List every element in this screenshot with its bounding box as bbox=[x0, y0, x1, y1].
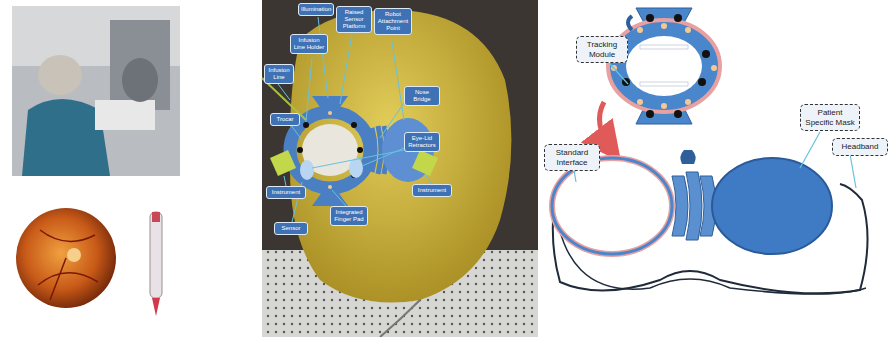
callout-text: Eye-Lid Retractors bbox=[407, 135, 437, 149]
label-box: Tracking Module bbox=[576, 36, 628, 63]
callout-box: Infusion Line Holder bbox=[290, 34, 328, 54]
callout-box: Robot Attachment Point bbox=[374, 8, 412, 35]
callout-box: Infusion Line bbox=[264, 64, 294, 84]
callout-text: Robot Attachment Point bbox=[377, 11, 409, 32]
mask-schematic bbox=[552, 150, 868, 294]
callout-text: Standard Interface bbox=[548, 148, 596, 167]
callout-box: Sensor bbox=[274, 222, 308, 235]
callout-box: Trocar bbox=[270, 113, 300, 126]
callout-box: Nose Bridge bbox=[404, 86, 440, 106]
callout-text: Tracking Module bbox=[580, 40, 624, 59]
callout-box: Raised Sensor Platform bbox=[336, 6, 372, 33]
callout-text: Headband bbox=[836, 142, 884, 152]
label-box: Patient Specific Mask bbox=[800, 104, 860, 131]
callout-text: Nose Bridge bbox=[407, 89, 437, 103]
instrument-photo bbox=[150, 212, 162, 316]
callout-box: Instrument bbox=[412, 184, 452, 197]
callout-text: Sensor bbox=[277, 225, 305, 232]
callout-box: Eye-Lid Retractors bbox=[404, 132, 440, 152]
tracking-module bbox=[608, 8, 720, 124]
callout-text: Instrument bbox=[269, 189, 303, 196]
callout-text: Infusion Line Holder bbox=[293, 37, 325, 51]
callout-text: Patient Specific Mask bbox=[804, 108, 856, 127]
callout-text: Infusion Line bbox=[267, 67, 291, 81]
callout-box: Integrated Finger Pad bbox=[330, 206, 368, 226]
label-box: Standard Interface bbox=[544, 144, 600, 171]
callout-text: Instrument bbox=[415, 187, 449, 194]
mannequin-photo bbox=[262, 0, 538, 337]
label-box: Headband bbox=[832, 138, 888, 156]
callout-text: Trocar bbox=[273, 116, 297, 123]
callout-text: Raised Sensor Platform bbox=[339, 9, 369, 30]
fundus-image bbox=[12, 198, 124, 324]
callout-text: Illumination bbox=[301, 6, 331, 13]
leader-lines-right bbox=[574, 64, 856, 188]
callout-box: Illumination bbox=[298, 3, 334, 16]
callout-text: Integrated Finger Pad bbox=[333, 209, 365, 223]
attach-arrow bbox=[600, 102, 613, 150]
surgery-photo bbox=[12, 6, 180, 176]
callout-box: Instrument bbox=[266, 186, 306, 199]
